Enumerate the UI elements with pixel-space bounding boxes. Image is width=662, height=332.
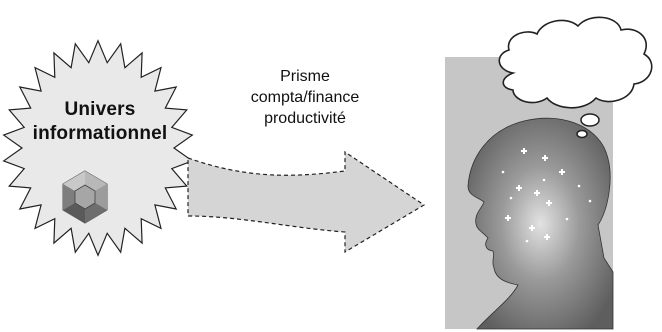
idea-sparkles [501,148,592,243]
lens-label-line3: productivité [264,110,346,127]
gem-icon [62,170,108,224]
source-label-line1: Univers [64,99,136,120]
information-universe-burst [2,39,194,257]
dashed-arrow-icon [187,150,426,254]
lens-label-line2: compta/finance [250,89,360,106]
thought-bubble-icon [498,16,653,139]
source-label-line2: informationnel [32,123,168,144]
lens-label-line1: Prisme [280,68,330,85]
human-head-silhouette-icon [467,117,614,330]
